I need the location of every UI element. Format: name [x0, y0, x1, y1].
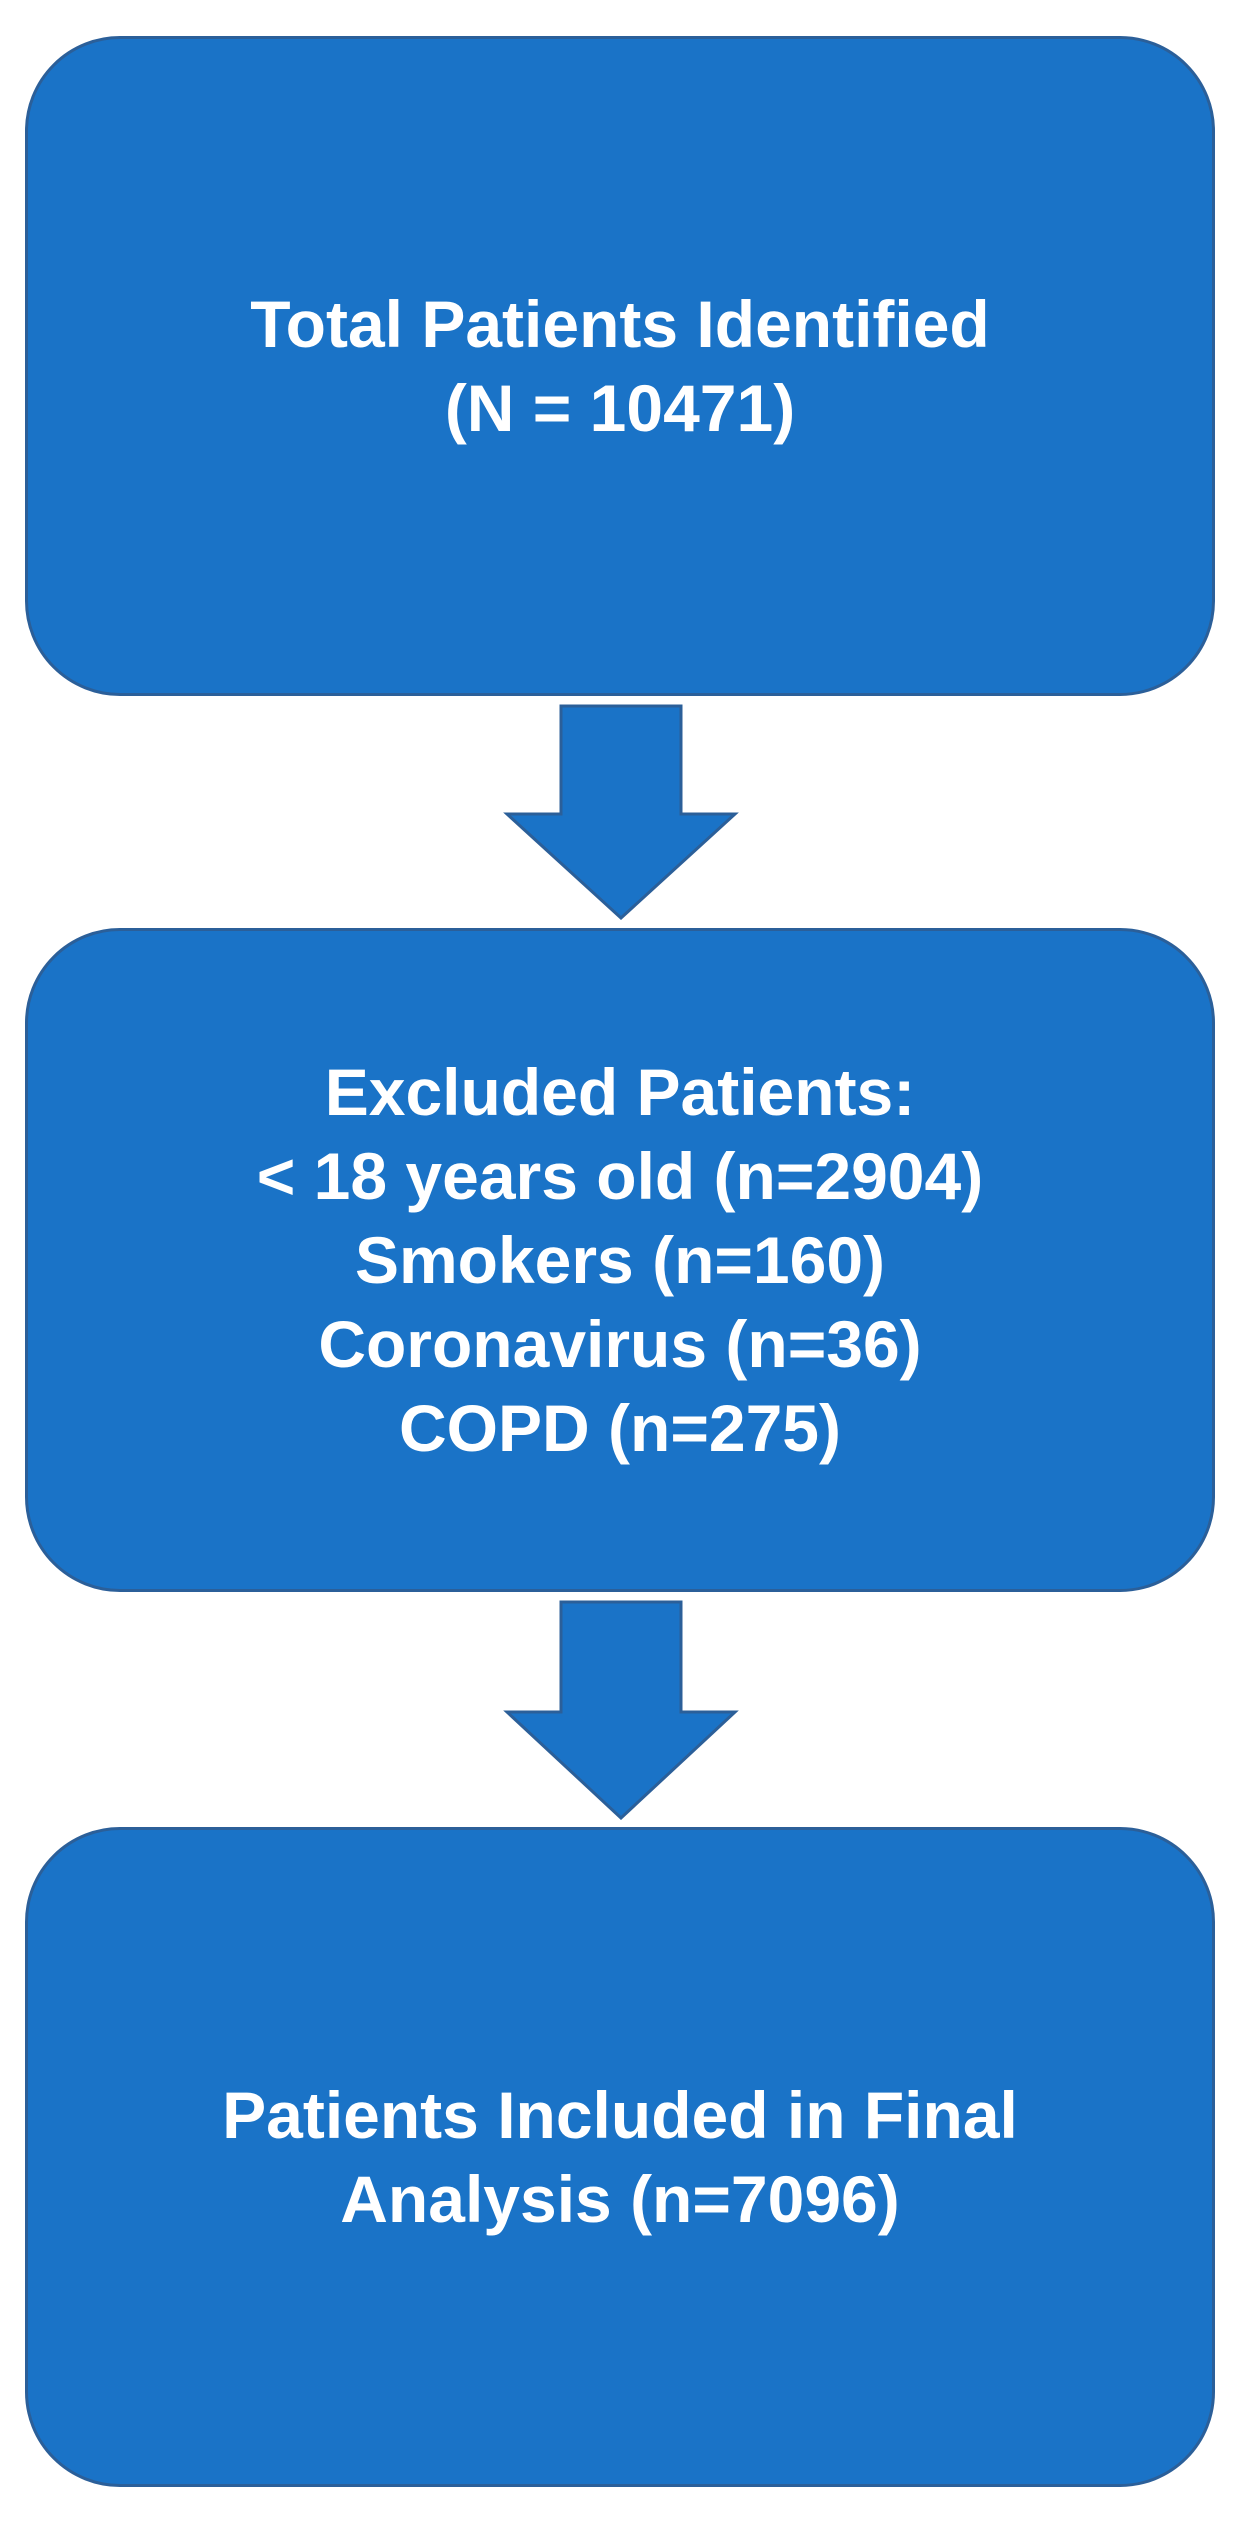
included-patients-count: Analysis (n=7096) [340, 2162, 900, 2236]
excluded-patients-box: Excluded Patients: < 18 years old (n=290… [25, 928, 1215, 1592]
down-arrow-2 [503, 1600, 739, 1820]
excluded-item-copd: COPD (n=275) [399, 1391, 841, 1465]
included-patients-label: Patients Included in Final [222, 2078, 1018, 2152]
total-patients-count: (N = 10471) [444, 371, 796, 445]
down-arrow-1 [503, 704, 739, 920]
excluded-patients-heading: Excluded Patients: [324, 1055, 916, 1129]
excluded-item-smokers: Smokers (n=160) [354, 1223, 886, 1297]
excluded-item-under-18: < 18 years old (n=2904) [256, 1139, 984, 1213]
total-patients-label: Total Patients Identified [250, 287, 990, 361]
total-patients-box: Total Patients Identified (N = 10471) [25, 36, 1215, 696]
included-patients-box: Patients Included in Final Analysis (n=7… [25, 1827, 1215, 2487]
excluded-item-coronavirus: Coronavirus (n=36) [318, 1307, 922, 1381]
